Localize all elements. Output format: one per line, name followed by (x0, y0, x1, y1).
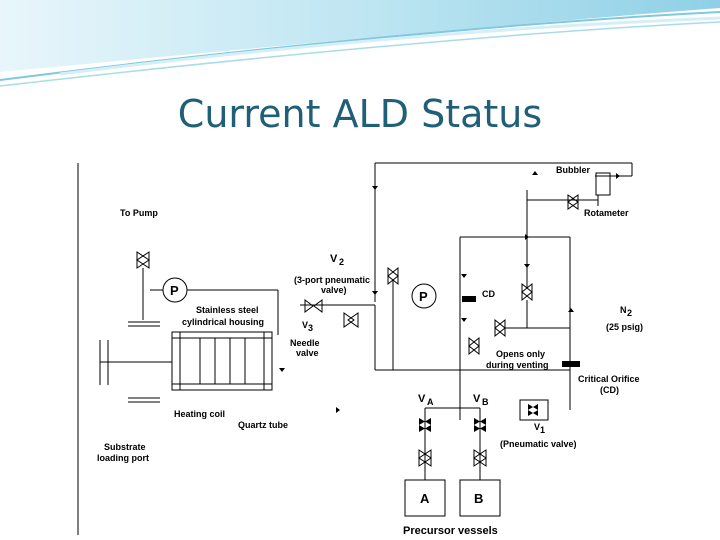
label-p1: P (170, 283, 179, 298)
slide-title: Current ALD Status (177, 92, 543, 136)
label-p2: P (419, 289, 428, 304)
label-v3-sub: 3 (308, 323, 313, 333)
label-opens-line1: Opens only (496, 349, 545, 359)
label-quartz-tube: Quartz tube (238, 420, 288, 430)
label-heating-coil: Heating coil (174, 409, 225, 419)
label-precursor-vessels: Precursor vessels (403, 525, 498, 537)
label-v1: V (534, 422, 540, 432)
label-housing-line1: Stainless steel (196, 305, 259, 315)
label-pneumatic-valve: (Pneumatic valve) (500, 439, 577, 449)
label-vessel-b: B (474, 491, 483, 506)
flow-arrows (279, 171, 620, 413)
pressure-gauge-1 (162, 277, 188, 303)
diagram-labels: Bubbler Rotameter To Pump V 2 (3-port pn… (97, 165, 643, 537)
pneumatic-valves (419, 404, 538, 432)
pressure-gauge-2 (411, 283, 437, 309)
label-v3: V (302, 320, 308, 330)
label-cd-paren: (CD) (600, 385, 619, 395)
label-va: V (418, 393, 426, 405)
label-psig: (25 psig) (606, 322, 643, 332)
label-bubbler: Bubbler (556, 165, 590, 175)
label-v2: V (330, 253, 338, 265)
label-substrate-line2: loading port (97, 453, 149, 463)
label-vessel-a: A (420, 491, 430, 506)
label-n2: N (620, 305, 627, 315)
label-v2-sub: 2 (339, 257, 344, 267)
label-substrate-line1: Substrate (104, 442, 146, 452)
header-swoosh (0, 0, 720, 87)
cd-gauge (462, 296, 476, 302)
valve-symbols (136, 194, 579, 467)
label-to-pump: To Pump (120, 208, 158, 218)
label-v1-sub: 1 (540, 425, 545, 435)
label-needle-line1: Needle (290, 338, 320, 348)
label-vb-sub: B (482, 397, 489, 407)
label-vb: V (473, 393, 481, 405)
critical-orifice (562, 361, 580, 367)
label-critical-orifice: Critical Orifice (578, 374, 640, 384)
label-n2-sub: 2 (627, 308, 632, 318)
label-needle-line2: valve (296, 348, 319, 358)
label-3port-line1: (3-port pneumatic (294, 275, 370, 285)
schematic-lines (77, 162, 633, 535)
label-cd: CD (482, 289, 495, 299)
label-va-sub: A (427, 397, 434, 407)
label-rotameter: Rotameter (584, 208, 629, 218)
label-opens-line2: during venting (486, 360, 549, 370)
label-3port-line2: valve) (321, 285, 347, 295)
label-housing-line2: cylindrical housing (182, 317, 264, 327)
